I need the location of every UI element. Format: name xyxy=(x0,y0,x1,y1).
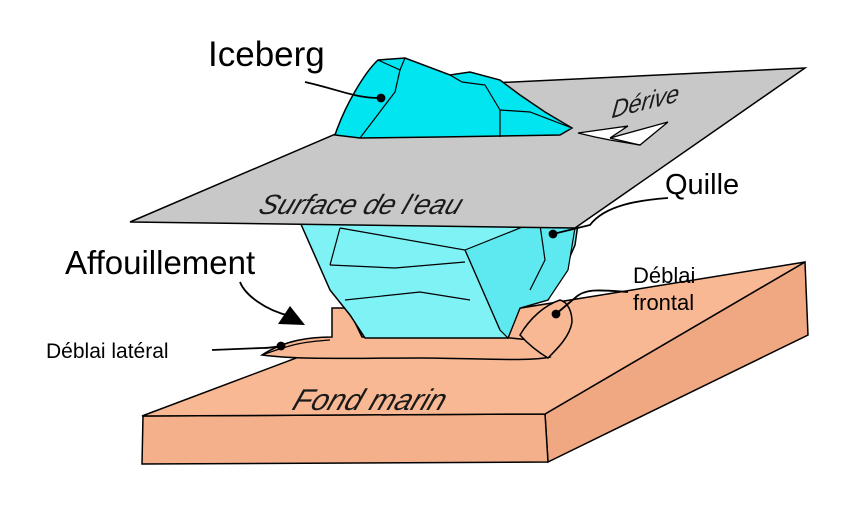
affouillement-arrowhead-icon xyxy=(278,306,305,325)
label-deblai-frontal-line1: Déblai xyxy=(633,263,695,288)
seabed-front-face xyxy=(142,414,548,464)
label-iceberg: Iceberg xyxy=(208,35,325,74)
affouillement-arrow-line xyxy=(240,282,290,316)
frontal-leader-dot xyxy=(553,311,560,318)
label-deblai-lateral: Déblai latéral xyxy=(46,340,169,363)
lateral-leader-dot xyxy=(278,343,285,350)
label-quille: Quille xyxy=(665,169,739,201)
label-surface-eau: Surface de l'eau xyxy=(255,190,468,221)
label-fond-marin: Fond marin xyxy=(288,383,452,417)
iceberg-leader-dot xyxy=(378,95,385,102)
quille-leader-dot xyxy=(550,231,557,238)
label-deblai-frontal-line2: frontal xyxy=(633,290,694,315)
label-affouillement: Affouillement xyxy=(65,244,255,281)
